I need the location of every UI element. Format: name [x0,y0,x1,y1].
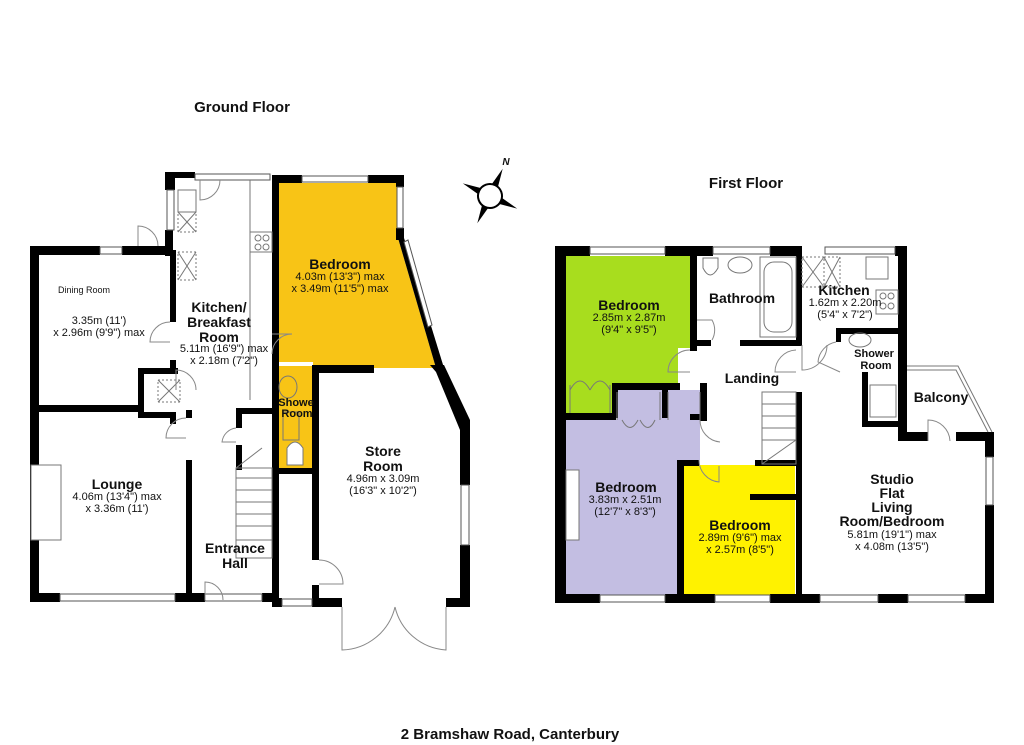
first-floor-plan [555,246,994,603]
room-name: Landing [724,370,780,386]
room-name: Kitchen [818,282,870,298]
ground-floor-heading: Ground Floor [194,99,290,116]
room-dimensions: x 2.96m (9'9") max [53,327,145,339]
north-label: N [502,157,510,168]
room-dimensions: 3.83m x 2.51m [588,494,662,506]
room-dimensions: 4.06m (13'4") max [72,491,162,503]
room-name: Dining Room [57,285,111,295]
first-fixtures [565,256,899,541]
room-name: Hall [222,555,248,571]
room-dimensions: 2.85m x 2.87m [592,312,666,324]
room-name: Store [365,443,401,459]
room-name: Flat [879,485,905,501]
room-dimensions: (5'4" x 7'2") [817,309,873,321]
room-name: Kitchen/ [191,299,247,315]
north-compass-icon [462,168,518,224]
room-dimensions: (12'7" x 8'3") [594,506,656,518]
room-dimensions: (16'3" x 10'2") [349,485,417,497]
ground-windows [59,173,470,607]
ground-walls [30,172,470,607]
room-name: Bedroom [709,517,771,533]
room-dimensions: 4.03m (13'3") max [295,271,385,283]
room-name: Living [871,499,913,515]
room-name: Room/Bedroom [839,513,945,529]
room-name: Bedroom [598,297,660,313]
room-dimensions: x 2.57m (8'5") [706,544,774,556]
room-dimensions: x 2.18m (7'2") [190,355,258,367]
room-dimensions: x 3.36m (11') [85,503,149,515]
room-dimensions: 2.89m (9'6") max [698,532,782,544]
room-dimensions: x 3.49m (11'5") max [291,283,389,295]
room-name: Bathroom [708,290,776,306]
room-name: Entrance [205,540,265,556]
room-dimensions: 3.35m (11') [71,315,127,327]
ground-doors [137,179,447,651]
room-name: Lounge [91,476,143,492]
first-windows [589,246,994,603]
room-dimensions: 1.62m x 2.20m [808,297,882,309]
room-name: Showe [278,397,314,409]
balcony-railing [907,365,993,433]
room-name: Room [199,329,239,345]
first-doors [667,319,951,483]
room-name: Shower [854,348,894,360]
ground-floor-plan [30,172,470,651]
room-name: Bedroom [595,479,657,495]
first-bedroom-lilac-fill [566,390,707,595]
first-bedroom-green-fill [566,256,690,415]
ground-fixtures [30,180,304,559]
room-name: Breakfast [187,314,251,330]
first-walls [555,246,994,603]
room-dimensions: 4.96m x 3.09m [346,473,420,485]
room-dimensions: x 4.08m (13'5") [855,541,929,553]
room-name: Room [860,360,892,372]
first-floor-heading: First Floor [708,175,784,192]
room-dimensions: (9'4" x 9'5") [601,324,657,336]
room-name: Room [363,458,403,474]
room-name: Studio [870,471,914,487]
room-name: Balcony [913,389,969,405]
room-name: Room [281,408,313,420]
property-address: 2 Bramshaw Road, Canterbury [400,726,620,743]
room-dimensions: 5.81m (19'1") max [847,529,937,541]
room-name: Bedroom [309,256,371,272]
room-dimensions: 5.11m (16'9") max [179,343,269,355]
